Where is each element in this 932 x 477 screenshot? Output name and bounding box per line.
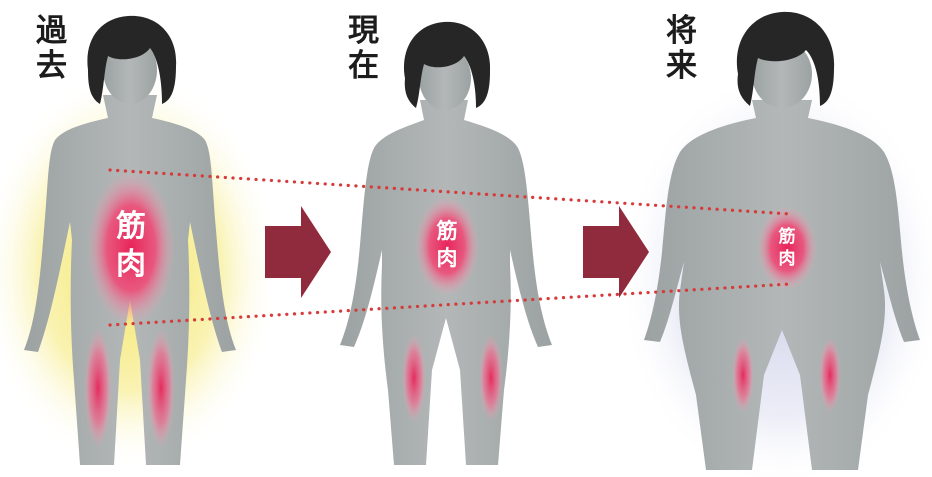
past-left-leg-muscle <box>84 328 112 448</box>
future-left-leg-muscle <box>732 337 754 413</box>
muscle-label-past: 筋 肉 <box>111 208 151 284</box>
stage-label-past: 過 去 <box>36 14 67 84</box>
stage-label-present: 現 在 <box>348 14 379 84</box>
present-right-leg-muscle <box>479 334 503 422</box>
present-left-leg-muscle <box>402 334 426 422</box>
muscle-label-future: 筋 肉 <box>775 226 799 270</box>
stage-label-future: 将 来 <box>666 14 697 84</box>
past-right-leg-muscle <box>147 328 175 448</box>
future-right-leg-muscle <box>819 337 841 413</box>
muscle-label-present: 筋 肉 <box>432 218 462 272</box>
